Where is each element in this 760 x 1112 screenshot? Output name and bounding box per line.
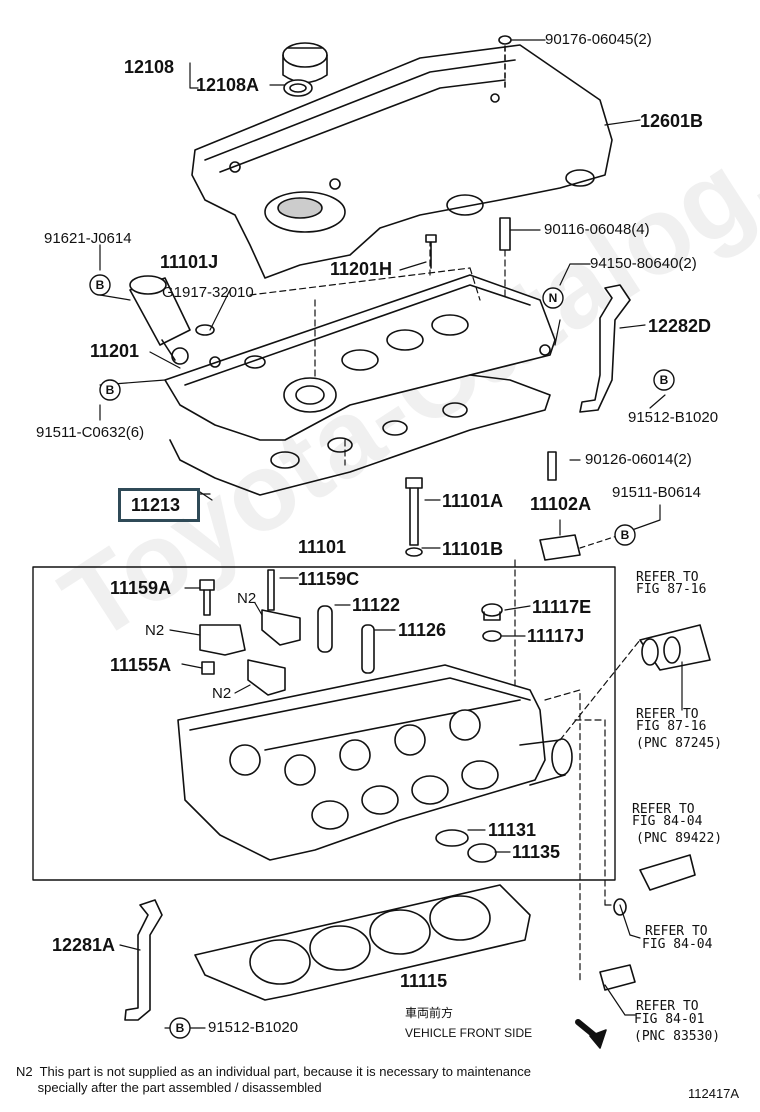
label-n2-c: N2 bbox=[212, 685, 232, 702]
gasket-11131 bbox=[435, 829, 469, 847]
label-12108[interactable]: 12108 bbox=[124, 57, 175, 77]
circle-b-1: B bbox=[96, 278, 105, 292]
refer-1-line2[interactable]: FIG 87-16 bbox=[636, 582, 707, 597]
circle-b-3: B bbox=[660, 373, 669, 387]
sensor-refer-89422 bbox=[613, 854, 696, 916]
label-90176[interactable]: 90176-06045(2) bbox=[545, 31, 652, 48]
guide-11122 bbox=[317, 605, 333, 653]
engine-cover-12601b bbox=[191, 44, 613, 279]
bracket-12281a bbox=[124, 899, 163, 1021]
sensor-refer-83530 bbox=[599, 964, 636, 991]
refer-3-line3: (PNC 89422) bbox=[636, 831, 723, 846]
refer-5-line1[interactable]: REFER TO bbox=[636, 999, 699, 1014]
label-n2-a: N2 bbox=[237, 590, 257, 607]
label-11135[interactable]: 11135 bbox=[512, 842, 561, 862]
refer-2-line3: (PNC 87245) bbox=[636, 736, 723, 751]
label-91621[interactable]: 91621-J0614 bbox=[44, 230, 132, 247]
head-bolt-11101a bbox=[405, 477, 423, 557]
circle-n-1: N bbox=[549, 291, 558, 305]
guide-lines-bottom bbox=[514, 559, 641, 981]
cylinder-head-11101 bbox=[177, 664, 573, 861]
circle-b-4: B bbox=[621, 528, 630, 542]
refer-2-line1[interactable]: REFER TO bbox=[636, 707, 699, 722]
valve-guide-11126 bbox=[361, 624, 375, 674]
bolt-11159a bbox=[199, 579, 215, 616]
ocv-valve-11101j bbox=[129, 275, 191, 365]
bolt-11201h bbox=[425, 234, 437, 269]
refer-5-line3: (PNC 83530) bbox=[634, 1029, 721, 1044]
stud-90126 bbox=[547, 451, 557, 481]
bracket-12282d bbox=[579, 284, 631, 413]
head-cover-11201 bbox=[164, 274, 556, 441]
front-label-en: VEHICLE FRONT SIDE bbox=[405, 1026, 533, 1040]
stud-90116 bbox=[499, 217, 511, 251]
label-91511-b0614[interactable]: 91511-B0614 bbox=[612, 484, 701, 501]
pin-11155a bbox=[201, 661, 215, 675]
label-91512-bottom[interactable]: 91512-B1020 bbox=[208, 1019, 299, 1036]
cam-caps-n2 bbox=[199, 609, 301, 696]
refer-3-line1[interactable]: REFER TO bbox=[632, 802, 695, 817]
head-cover-gasket-11213 bbox=[169, 374, 551, 501]
figure-id: 112417A bbox=[688, 1086, 740, 1101]
refer-5-line2[interactable]: FIG 84-01 bbox=[634, 1012, 705, 1027]
nut-90176 bbox=[498, 35, 512, 91]
highlight-box-11213 bbox=[118, 488, 200, 522]
cylinder-head-frame bbox=[32, 566, 616, 881]
label-12282d[interactable]: 12282D bbox=[648, 316, 712, 336]
refer-1-line1[interactable]: REFER TO bbox=[636, 570, 699, 585]
label-11155a[interactable]: 11155A bbox=[110, 655, 172, 675]
label-11122[interactable]: 11122 bbox=[352, 595, 401, 615]
oil-filler-cap-12108 bbox=[282, 42, 328, 97]
label-91511-c0632[interactable]: 91511-C0632(6) bbox=[36, 424, 145, 441]
label-91512-top[interactable]: 91512-B1020 bbox=[628, 409, 719, 426]
label-12108a[interactable]: 12108A bbox=[196, 75, 260, 95]
label-11159c[interactable]: 11159C bbox=[298, 569, 360, 589]
label-11102a[interactable]: 11102A bbox=[530, 494, 592, 514]
label-11131[interactable]: 11131 bbox=[488, 820, 537, 840]
label-11101a[interactable]: 11101A bbox=[442, 491, 504, 511]
hose-refer bbox=[639, 624, 711, 711]
label-12281a[interactable]: 12281A bbox=[52, 935, 116, 955]
refer-2-line2[interactable]: FIG 87-16 bbox=[636, 719, 707, 734]
circle-b-2: B bbox=[106, 383, 115, 397]
label-11213[interactable]: 11213 bbox=[131, 495, 181, 515]
label-n2-b: N2 bbox=[145, 622, 165, 639]
label-11201[interactable]: 11201 bbox=[90, 341, 140, 361]
label-90116[interactable]: 90116-06048(4) bbox=[544, 221, 650, 238]
bolt-11159c bbox=[267, 569, 275, 611]
label-11159a[interactable]: 11159A bbox=[110, 578, 172, 598]
o-ring-g1917 bbox=[195, 324, 215, 336]
label-90126[interactable]: 90126-06014(2) bbox=[585, 451, 692, 468]
plug-11117e bbox=[481, 603, 503, 621]
label-11126[interactable]: 11126 bbox=[398, 620, 447, 640]
label-11117j[interactable]: 11117J bbox=[527, 626, 585, 646]
refer-4-line2[interactable]: FIG 84-04 bbox=[642, 937, 713, 952]
gasket-11117j bbox=[482, 630, 502, 642]
footnote-line1: N2 This part is not supplied as an indiv… bbox=[16, 1064, 531, 1079]
label-11101j[interactable]: 11101J bbox=[160, 252, 219, 272]
label-g1917[interactable]: G1917-32010 bbox=[162, 284, 254, 301]
label-11101b[interactable]: 11101B bbox=[442, 539, 504, 559]
label-11101[interactable]: 11101 bbox=[298, 537, 347, 557]
plug-11102a bbox=[539, 534, 581, 561]
label-12601b[interactable]: 12601B bbox=[640, 111, 704, 131]
front-label-jp: 車両前方 bbox=[405, 1006, 454, 1020]
label-94150[interactable]: 94150-80640(2) bbox=[590, 255, 697, 272]
circle-b-5: B bbox=[176, 1021, 185, 1035]
refer-3-line2[interactable]: FIG 84-04 bbox=[632, 814, 703, 829]
footnote-line2: specially after the part assembled / dis… bbox=[16, 1080, 322, 1095]
label-11201h[interactable]: 11201H bbox=[330, 259, 393, 279]
label-11117e[interactable]: 11117E bbox=[532, 597, 592, 617]
seal-11135 bbox=[467, 843, 497, 863]
label-11115[interactable]: 11115 bbox=[400, 971, 448, 991]
callout-circles bbox=[89, 274, 675, 1039]
head-gasket-11115 bbox=[194, 884, 531, 1001]
refer-4-line1[interactable]: REFER TO bbox=[645, 924, 708, 939]
